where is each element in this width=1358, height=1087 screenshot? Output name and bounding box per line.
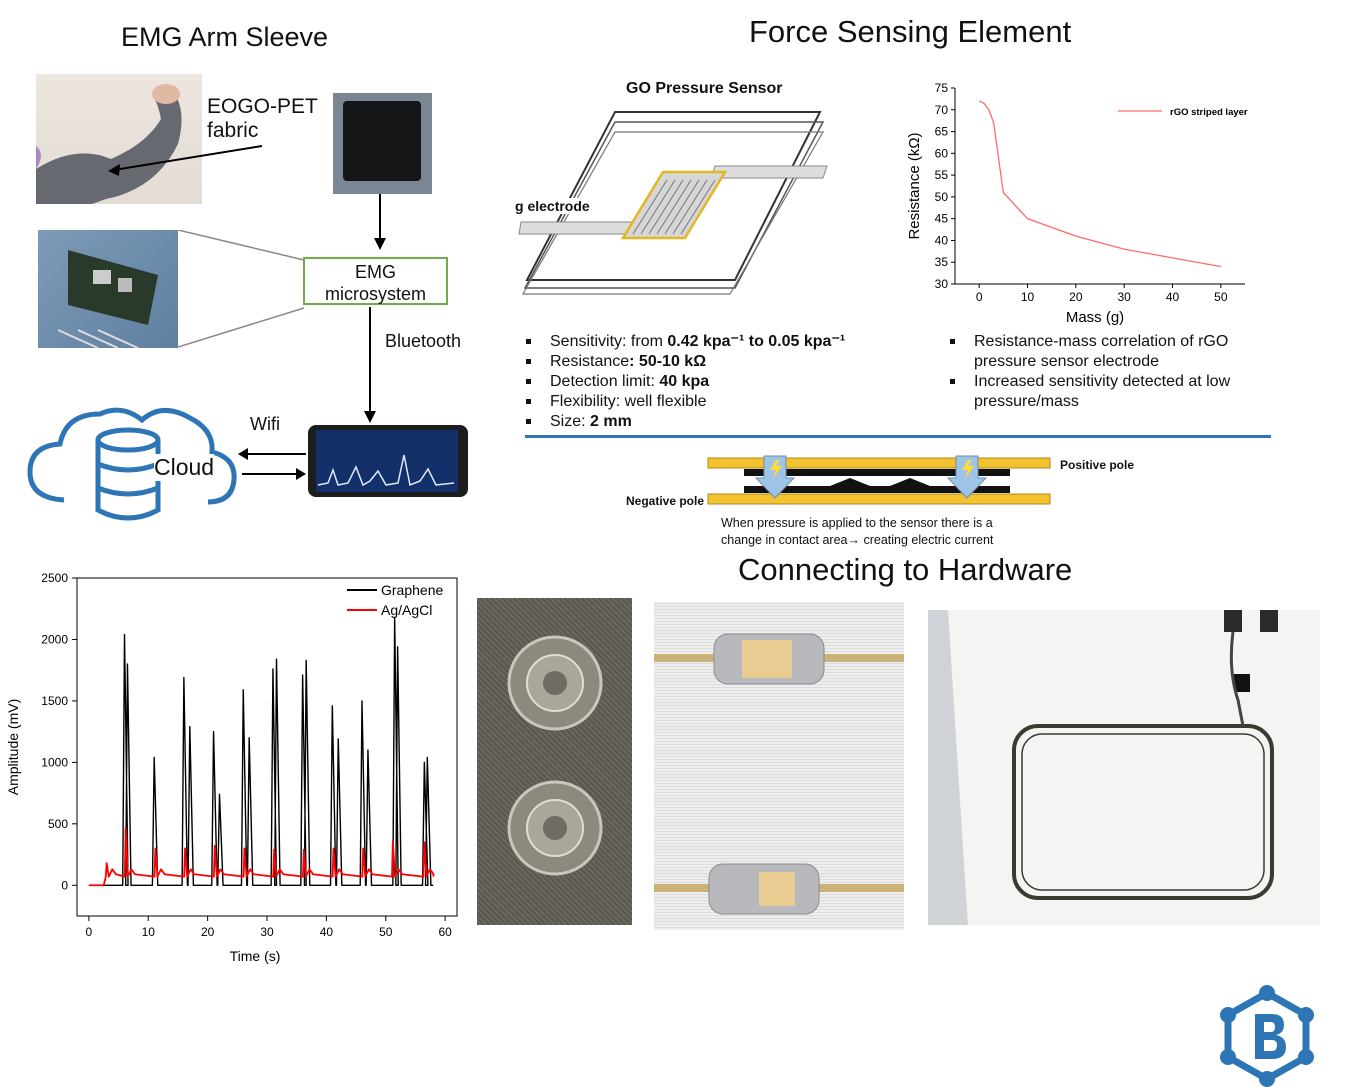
- note-list: Resistance-mass correlation of rGO press…: [948, 332, 1278, 412]
- snap-buttons-photo: [477, 598, 632, 925]
- spec-list: Sensitivity: from 0.42 kpa⁻¹ to 0.05 kpa…: [524, 332, 904, 432]
- cloud-label: Cloud: [154, 454, 215, 481]
- bluetooth-label: Bluetooth: [385, 331, 462, 351]
- y-tick-label: 65: [935, 125, 949, 139]
- note-item: Increased sensitivity detected at low pr…: [948, 372, 1278, 412]
- y-tick-label: 30: [935, 277, 949, 291]
- x-axis-label: Time (s): [230, 948, 281, 964]
- zoom-lines: [178, 230, 305, 348]
- x-tick-label: 60: [438, 925, 452, 939]
- fabric-swatch-photo: [333, 93, 432, 194]
- y-axis-label: Amplitude (mV): [5, 699, 21, 795]
- fabric-pointer-arrow: [108, 145, 263, 176]
- spec-item: Size: 2 mm: [524, 412, 904, 432]
- positive-pole-label: Positive pole: [1060, 458, 1135, 472]
- x-tick-label: 10: [1021, 290, 1035, 304]
- series-line: [978, 100, 1221, 268]
- wifi-arrows: [238, 448, 306, 480]
- spec-item: Resistance: 50-10 kΩ: [524, 352, 904, 372]
- spec-item: Flexibility: well flexible: [524, 392, 904, 412]
- y-tick-label: 45: [935, 212, 949, 226]
- pole-caption-line2: change in contact area→ creating electri…: [721, 533, 994, 547]
- cloud-icon: [27, 407, 237, 521]
- spec-value: : 50-10 kΩ: [629, 353, 707, 370]
- y-tick-label: 2000: [41, 632, 68, 646]
- spec-value: 40 kpa: [659, 373, 710, 390]
- spec-label: Size:: [550, 413, 591, 430]
- x-tick-label: 40: [1166, 290, 1180, 304]
- fabric-label: EOGO-PET fabric: [207, 95, 318, 143]
- x-axis-label: Mass (g): [1066, 309, 1124, 325]
- arrow-swatch-to-micro: [374, 194, 386, 250]
- note-item: Resistance-mass correlation of rGO press…: [948, 332, 1278, 372]
- x-tick-label: 10: [142, 925, 156, 939]
- x-tick-label: 30: [260, 925, 274, 939]
- spec-label: Resistance: [550, 353, 630, 370]
- y-axis-label: Resistance (kΩ): [906, 132, 923, 239]
- pole-caption: When pressure is applied to the sensor t…: [721, 515, 993, 549]
- x-tick-label: 30: [1117, 290, 1131, 304]
- plot-frame: [76, 577, 458, 917]
- y-tick-label: 55: [935, 168, 949, 182]
- smartphone-photo: [308, 425, 468, 497]
- wifi-label: Wifi: [250, 414, 280, 434]
- series-line: [88, 616, 434, 886]
- sensor-title: GO Pressure Sensor: [626, 80, 783, 97]
- legend-entry: rGO striped layer: [1170, 107, 1248, 118]
- y-tick-label: 2500: [41, 571, 68, 585]
- arm-sleeve-photo: [36, 74, 202, 204]
- spec-label: Detection limit:: [550, 373, 660, 390]
- sewn-components-photo: [654, 602, 904, 930]
- x-tick-label: 20: [201, 925, 215, 939]
- x-tick-label: 0: [86, 925, 93, 939]
- y-tick-label: 1000: [41, 755, 68, 769]
- x-tick-label: 50: [1214, 290, 1228, 304]
- micro-label-line1: EMG: [354, 262, 396, 282]
- x-tick-label: 20: [1069, 290, 1083, 304]
- micro-label-line2: microsystem: [324, 284, 426, 304]
- emg-microsystem-box: EMG microsystem: [303, 257, 448, 305]
- negative-pole-label: Negative pole: [626, 494, 705, 508]
- fabric-label-line1: EOGO-PET: [207, 95, 318, 118]
- spec-value: 2 mm: [590, 413, 632, 430]
- pole-caption-line1: When pressure is applied to the sensor t…: [721, 516, 993, 530]
- y-tick-label: 50: [935, 190, 949, 204]
- section-divider: [525, 435, 1271, 438]
- y-tick-label: 60: [935, 146, 949, 160]
- fabric-label-line2: fabric: [207, 119, 259, 142]
- b-logo: [1220, 985, 1314, 1087]
- spec-value: 0.42 kpa⁻¹ to 0.05 kpa⁻¹: [667, 333, 846, 350]
- x-tick-label: 40: [320, 925, 334, 939]
- legend-entry: Ag/AgCl: [381, 602, 432, 618]
- y-tick-label: 40: [935, 233, 949, 247]
- y-tick-label: 1500: [41, 694, 68, 708]
- legend-entry: Graphene: [381, 582, 443, 598]
- y-tick-label: 35: [935, 255, 949, 269]
- hardware-title: Connecting to Hardware: [738, 552, 1073, 587]
- x-tick-label: 50: [379, 925, 393, 939]
- x-tick-label: 0: [976, 290, 983, 304]
- spec-item: Detection limit: 40 kpa: [524, 372, 904, 392]
- spec-label: Flexibility: well flexible: [550, 393, 707, 410]
- electrode-label: g electrode: [515, 198, 592, 214]
- spec-label: Sensitivity: from: [550, 333, 668, 350]
- force-title: Force Sensing Element: [749, 14, 1072, 49]
- spec-item: Sensitivity: from 0.42 kpa⁻¹ to 0.05 kpa…: [524, 332, 904, 352]
- series-line: [88, 826, 435, 887]
- pole-diagram: [707, 455, 1051, 505]
- arrow-micro-to-phone: [364, 307, 376, 423]
- y-tick-label: 0: [61, 878, 68, 892]
- y-tick-label: 500: [48, 817, 68, 831]
- y-tick-label: 75: [935, 81, 949, 95]
- nfc-antenna-photo: [928, 610, 1320, 925]
- sensor-diagram: [518, 111, 828, 295]
- y-tick-label: 70: [935, 103, 949, 117]
- emg-title: EMG Arm Sleeve: [121, 22, 329, 52]
- microsystem-photo: [38, 230, 178, 348]
